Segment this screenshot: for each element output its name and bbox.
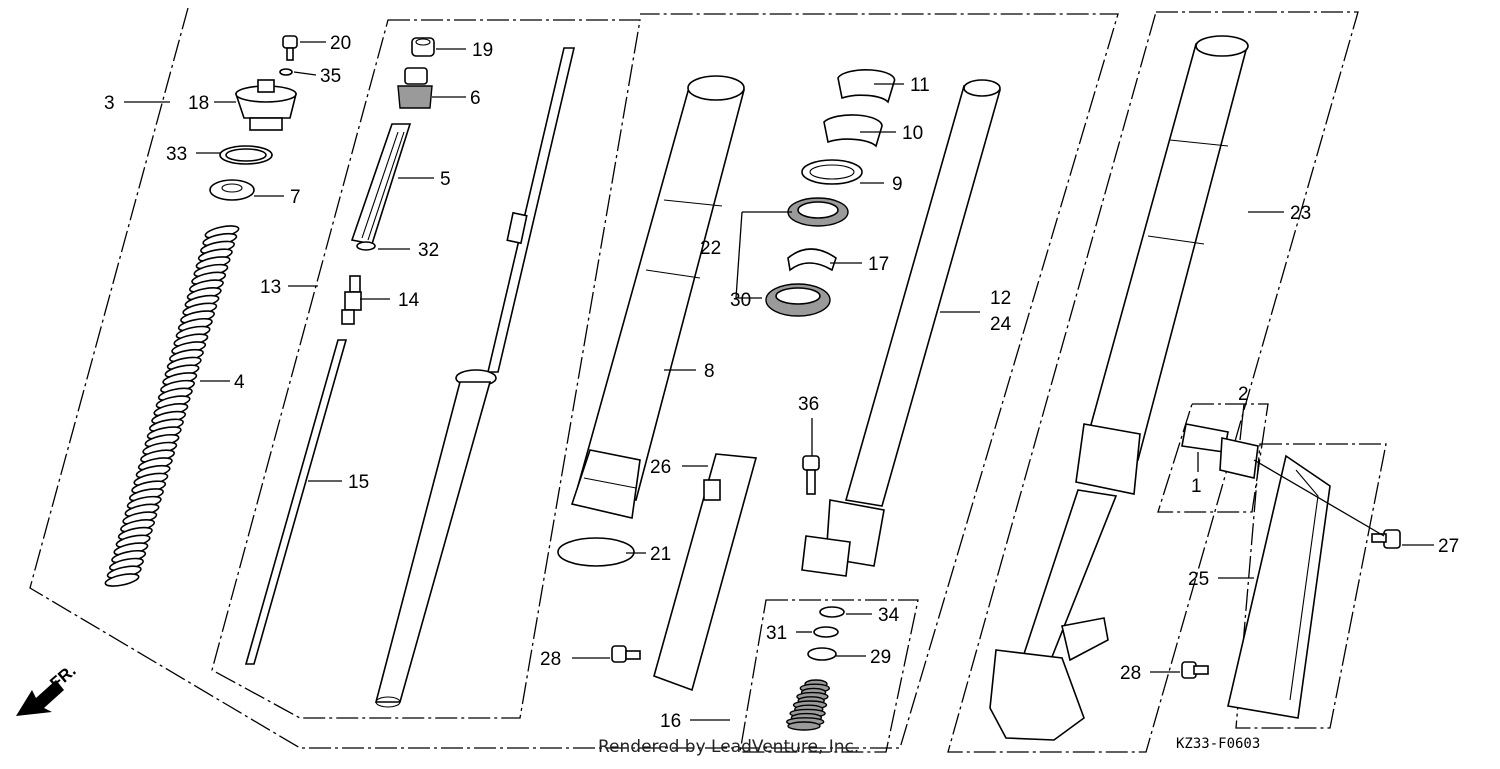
callout-8: 8 (704, 361, 715, 382)
ring-31 (813, 626, 839, 638)
callout-12: 12 (990, 288, 1011, 309)
group-outline-guard (1235, 443, 1387, 729)
fork-guard-26 (653, 453, 758, 692)
group-outline-inner-fork (211, 19, 641, 719)
group-outline-right-fork (947, 11, 1359, 753)
callout-26: 26 (650, 457, 671, 478)
callout-35: 35 (320, 66, 341, 87)
callout-18: 18 (188, 93, 209, 114)
callout-24: 24 (990, 314, 1012, 335)
seal-29 (807, 647, 837, 661)
fork-assembly-23 (989, 35, 1249, 741)
bolt-28-left (611, 645, 641, 663)
callout-6: 6 (470, 88, 481, 109)
callout-36: 36 (798, 394, 819, 415)
seal-9 (801, 159, 863, 185)
bushing-30 (765, 283, 831, 317)
fork-spring-4 (104, 225, 240, 587)
callout-5: 5 (440, 169, 451, 190)
group-outline-damper-kit (739, 599, 919, 753)
callout-labels: 20 35 18 3 33 7 4 19 6 5 32 13 14 15 22 … (104, 33, 1459, 732)
damper-rod-13 (374, 47, 576, 708)
o-ring-33-inner (225, 148, 267, 162)
callout-20: 20 (330, 33, 351, 54)
group-outline-main (29, 7, 1119, 749)
callout-25: 25 (1188, 569, 1209, 590)
callout-10: 10 (902, 123, 923, 144)
washer-34 (819, 606, 845, 618)
stopper-ring-10 (823, 114, 883, 148)
rod-15 (244, 339, 348, 665)
leader-lines (124, 41, 1434, 721)
callout-13: 13 (260, 277, 281, 298)
callout-27: 27 (1438, 536, 1459, 557)
callout-30: 30 (730, 290, 751, 311)
callout-2: 2 (1238, 384, 1249, 405)
callout-28-left: 28 (540, 649, 561, 670)
lock-nut-19 (411, 37, 435, 57)
callout-4: 4 (234, 372, 245, 393)
callout-33: 33 (166, 144, 187, 165)
bellows-16 (786, 679, 830, 731)
washer-32 (356, 241, 376, 251)
callout-1: 1 (1191, 476, 1202, 497)
callout-14: 14 (398, 290, 420, 311)
outer-tube-8 (570, 75, 746, 519)
callout-19: 19 (472, 40, 493, 61)
inner-tube-12 (801, 79, 1002, 577)
clip-17 (787, 248, 837, 272)
spring-coil (104, 573, 140, 587)
fork-cap-18 (234, 79, 298, 131)
credit-text: Rendered by LeadVenture, Inc. (598, 737, 859, 757)
callout-32: 32 (418, 240, 439, 261)
bellows-fold (787, 721, 821, 731)
callout-15: 15 (348, 472, 369, 493)
callout-17: 17 (868, 254, 889, 275)
callout-3: 3 (104, 93, 115, 114)
bolt-27 (1371, 529, 1401, 549)
stop-ring-21 (557, 537, 635, 567)
group-outline-clamp (1157, 403, 1269, 513)
spacer-5 (350, 123, 412, 245)
clamp-2 (1219, 437, 1259, 479)
callout-21: 21 (650, 544, 671, 565)
bolt-28-right (1181, 661, 1209, 679)
callout-22: 22 (700, 238, 721, 259)
front-direction-arrow (16, 680, 64, 716)
callout-16: 16 (660, 711, 681, 732)
fork-guard-25 (1227, 454, 1331, 719)
callout-11: 11 (910, 75, 930, 96)
callout-7: 7 (290, 187, 301, 208)
callout-9: 9 (892, 174, 903, 195)
bolt-36 (802, 455, 820, 495)
callout-23: 23 (1290, 203, 1311, 224)
dust-seal-11 (837, 69, 896, 104)
callout-29: 29 (870, 647, 891, 668)
callout-31: 31 (766, 623, 787, 644)
oil-seal-22 (787, 197, 849, 227)
joint-14 (341, 275, 362, 325)
adjuster-6 (397, 67, 433, 109)
callout-28-right: 28 (1120, 663, 1141, 684)
fork-bolt-20 (282, 35, 298, 61)
drawing-code: KZ33-F0603 (1176, 736, 1260, 752)
callout-34: 34 (878, 605, 900, 626)
o-ring-35 (279, 68, 293, 76)
spring-seat-7 (209, 179, 255, 201)
